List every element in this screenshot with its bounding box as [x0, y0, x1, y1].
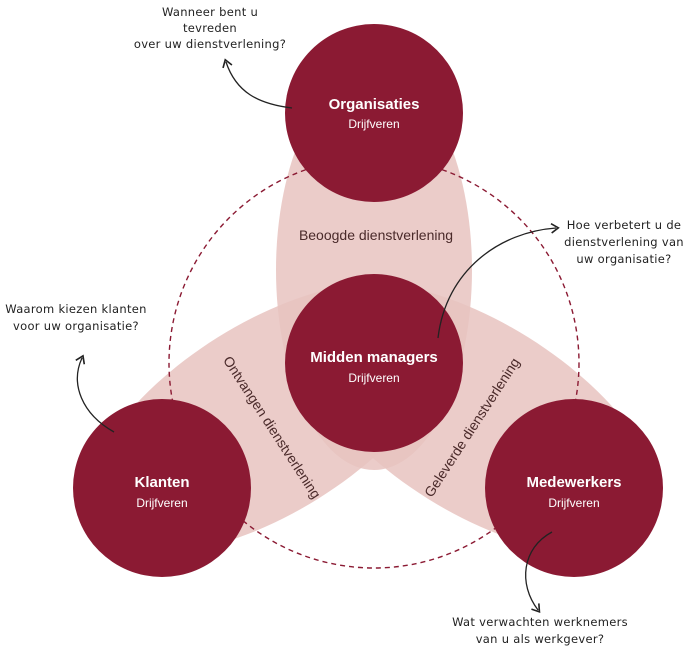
note-line: uw organisatie? — [576, 252, 671, 266]
note-klanten: Waarom kiezen klanten voor uw organisati… — [5, 302, 146, 333]
arrow-medewerkers — [525, 531, 553, 614]
node-organisaties: Organisaties Drijfveren — [285, 24, 463, 202]
note-organisaties: Wanneer bent u tevreden over uw dienstve… — [134, 5, 286, 51]
node-medewerkers: Medewerkers Drijfveren — [485, 399, 663, 577]
node-subtitle: Drijfveren — [348, 117, 399, 131]
node-klanten: Klanten Drijfveren — [73, 399, 251, 577]
arrow-midden — [437, 222, 560, 339]
note-line: Hoe verbetert u de — [567, 218, 682, 232]
arrow-klanten — [75, 354, 115, 433]
note-line: voor uw organisatie? — [13, 319, 139, 333]
note-line: Wanneer bent u — [162, 5, 258, 19]
note-line: Waarom kiezen klanten — [5, 302, 146, 316]
node-title: Midden managers — [310, 349, 438, 366]
node-title: Organisaties — [329, 96, 420, 113]
note-line: Wat verwachten werknemers — [452, 615, 628, 629]
note-line: over uw dienstverlening? — [134, 37, 286, 51]
note-line: dienstverlening van — [564, 235, 684, 249]
band-label-beoogd: Beoogde dienstverlening — [299, 227, 453, 243]
node-title: Klanten — [134, 474, 189, 491]
node-title: Medewerkers — [526, 474, 621, 491]
note-line: tevreden — [183, 21, 237, 35]
node-subtitle: Drijfveren — [548, 496, 599, 510]
note-medewerkers: Wat verwachten werknemers van u als werk… — [452, 615, 628, 646]
node-subtitle: Drijfveren — [348, 371, 399, 385]
note-midden: Hoe verbetert u de dienstverlening van u… — [564, 218, 684, 266]
node-subtitle: Drijfveren — [136, 496, 187, 510]
note-line: van u als werkgever? — [476, 632, 605, 646]
node-midden-managers: Midden managers Drijfveren — [285, 274, 463, 452]
arrow-organisaties — [222, 58, 293, 109]
